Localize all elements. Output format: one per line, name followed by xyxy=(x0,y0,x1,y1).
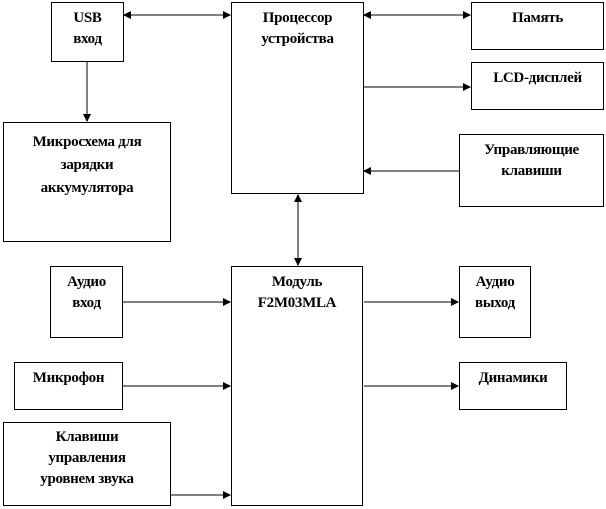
block-label: Клавиши xyxy=(55,429,119,445)
block-label: Процессор xyxy=(262,10,333,26)
block-label: LCD-дисплей xyxy=(493,70,582,86)
block-label: Модуль xyxy=(271,274,323,290)
lcd-block: LCD-дисплей xyxy=(471,62,604,110)
audio-input-block: Аудио вход xyxy=(50,266,123,338)
block-label: Управляющие xyxy=(484,142,579,158)
block-label: выход xyxy=(475,295,515,311)
block-label: управления xyxy=(48,450,126,466)
block-label: клавиши xyxy=(501,163,562,179)
block-label: вход xyxy=(72,295,101,311)
block-label: вход xyxy=(73,31,102,47)
block-label: зарядки xyxy=(60,157,114,173)
speakers-block: Динамики xyxy=(459,362,567,410)
block-label: уровнем звука xyxy=(40,471,134,487)
volume-keys-block: Клавиши управления уровнем звука xyxy=(3,422,171,506)
block-label: USB xyxy=(73,10,102,26)
block-label: устройства xyxy=(261,31,334,47)
block-label: аккумулятора xyxy=(40,180,134,196)
microphone-block: Микрофон xyxy=(14,362,123,410)
block-label: Аудио xyxy=(475,274,515,290)
block-label: Динамики xyxy=(478,370,548,386)
control-keys-block: Управляющие клавиши xyxy=(459,134,604,207)
memory-block: Память xyxy=(471,2,604,50)
block-label: F2M03MLA xyxy=(257,295,337,311)
block-label: Память xyxy=(511,10,563,26)
usb-input-block: USB вход xyxy=(51,2,124,62)
cpu-block: Процессор устройства xyxy=(231,2,364,194)
audio-output-block: Аудио выход xyxy=(459,266,531,338)
module-block: Модуль F2M03MLA xyxy=(231,266,363,506)
block-label: Аудио xyxy=(67,274,106,290)
block-label: Микрофон xyxy=(32,370,105,386)
block-label: Микросхема для xyxy=(32,134,142,150)
charger-block: Микросхема для зарядки аккумулятора xyxy=(3,122,171,242)
